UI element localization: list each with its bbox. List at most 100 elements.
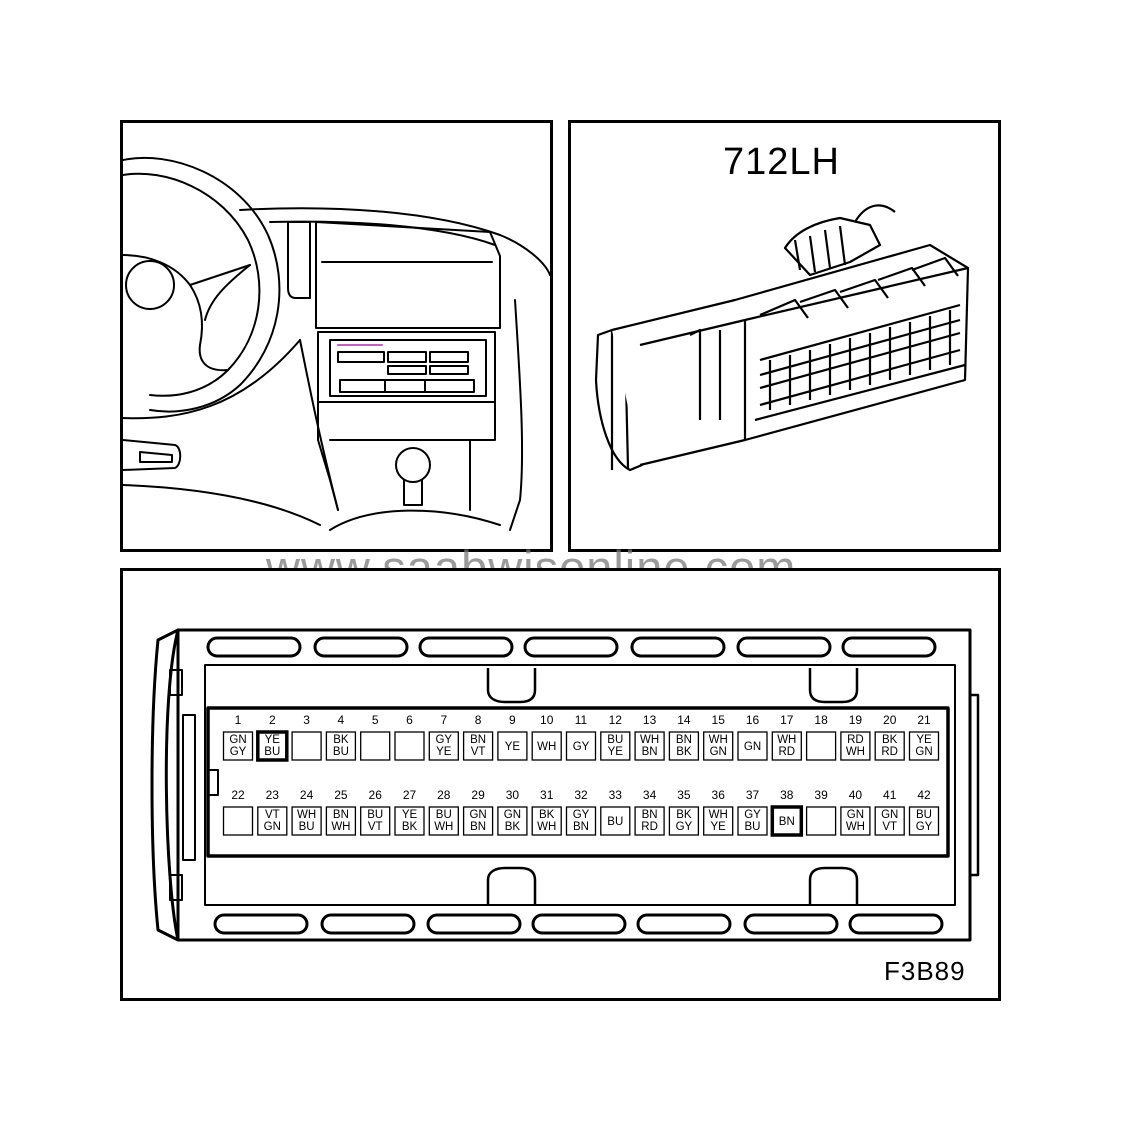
pin-cavity — [497, 731, 528, 761]
pin-cavity — [497, 806, 528, 836]
wire-color: BN — [676, 734, 692, 746]
pin-cavity — [840, 731, 871, 761]
pin-number: 27 — [403, 788, 417, 802]
pin-cavity — [291, 731, 322, 761]
pin-cavity — [462, 806, 494, 836]
wire-color: GY — [435, 734, 452, 746]
wire-color: WH — [846, 821, 865, 833]
pin-number: 34 — [643, 788, 657, 802]
pin-number: 9 — [509, 713, 516, 727]
pin-number: 24 — [300, 788, 314, 802]
wire-color: GN — [710, 746, 727, 758]
wire-color: BN — [470, 734, 486, 746]
pin-cavity — [770, 805, 804, 837]
pin-cavity — [703, 806, 734, 836]
wire-color: BK — [402, 821, 418, 833]
pin-cavity — [462, 731, 494, 761]
wire-color: BK — [882, 734, 898, 746]
pin-cavity — [771, 731, 802, 761]
connector-title: 712LH — [723, 141, 840, 183]
wire-color: GN — [847, 809, 864, 821]
pin-cavity — [257, 806, 288, 836]
pin-number: 22 — [231, 788, 245, 802]
wire-color: WH — [846, 746, 865, 758]
wire-color: WH — [777, 734, 796, 746]
wire-color: GY — [573, 809, 590, 821]
pin-cavity — [291, 806, 322, 836]
pin-number: 40 — [849, 788, 863, 802]
pin-number: 6 — [406, 713, 413, 727]
wire-color: BU — [745, 821, 761, 833]
wire-color: GN — [915, 746, 932, 758]
pin-cavity — [325, 806, 357, 836]
pin-number: 10 — [540, 713, 554, 727]
wire-color: WH — [640, 734, 659, 746]
wire-color: BK — [676, 746, 692, 758]
wire-color: BN — [779, 816, 795, 828]
wire-color: BN — [642, 746, 658, 758]
wire-color: BU — [264, 746, 280, 758]
pin-number: 35 — [677, 788, 691, 802]
pin-number: 37 — [746, 788, 760, 802]
pin-number: 17 — [780, 713, 794, 727]
pin-cavity — [874, 731, 905, 761]
pin-cavity — [737, 731, 768, 761]
pin-number: 41 — [883, 788, 897, 802]
pin-number: 12 — [609, 713, 623, 727]
wire-color: GN — [229, 734, 246, 746]
pin-cavity — [600, 806, 631, 836]
wire-color: WH — [709, 734, 728, 746]
wire-color: WH — [709, 809, 728, 821]
wire-color: BN — [470, 821, 486, 833]
wire-color: BN — [333, 809, 349, 821]
pin-cavity — [908, 731, 940, 761]
wire-color: GN — [264, 821, 281, 833]
pin-cavity — [222, 731, 254, 761]
pin-number: 14 — [677, 713, 691, 727]
wire-color: YE — [436, 746, 452, 758]
wire-color: YE — [711, 821, 727, 833]
wire-color: BK — [676, 809, 692, 821]
wire-color: RD — [881, 746, 898, 758]
pin-cavity — [908, 806, 940, 836]
pin-number: 3 — [303, 713, 310, 727]
pin-number: 31 — [540, 788, 554, 802]
wire-color: VT — [265, 809, 280, 821]
wire-color: RD — [641, 821, 658, 833]
pin-number: 20 — [883, 713, 897, 727]
wire-color: WH — [537, 741, 556, 753]
pin-cavity — [531, 731, 562, 761]
wire-color: YE — [608, 746, 624, 758]
pin-number: 25 — [334, 788, 348, 802]
wire-color: GN — [881, 809, 898, 821]
wire-color: BK — [539, 809, 555, 821]
pin-number: 28 — [437, 788, 451, 802]
wire-color: WH — [537, 821, 556, 833]
pin-number: 16 — [746, 713, 760, 727]
pin-number: 26 — [369, 788, 383, 802]
pin-cavity — [394, 731, 425, 761]
wire-color: RD — [778, 746, 795, 758]
wire-color: WH — [297, 809, 316, 821]
wire-color: GY — [916, 821, 933, 833]
pin-cavity — [737, 806, 768, 836]
wire-color: BU — [436, 809, 452, 821]
pin-number: 4 — [338, 713, 345, 727]
top-slots — [206, 636, 937, 658]
wire-color: BK — [505, 821, 521, 833]
wire-color: BU — [607, 734, 623, 746]
pin-number: 1 — [235, 713, 242, 727]
pin-cavity — [256, 730, 289, 762]
pin-number: 39 — [814, 788, 828, 802]
wire-color: BK — [333, 734, 349, 746]
pin-cavity — [428, 806, 459, 836]
figure-id: F3B89 — [884, 956, 966, 986]
wire-color: GY — [573, 741, 590, 753]
wire-color: GY — [230, 746, 247, 758]
pin-cavity — [565, 806, 597, 836]
pin-number: 18 — [814, 713, 828, 727]
wire-color: BU — [299, 821, 315, 833]
